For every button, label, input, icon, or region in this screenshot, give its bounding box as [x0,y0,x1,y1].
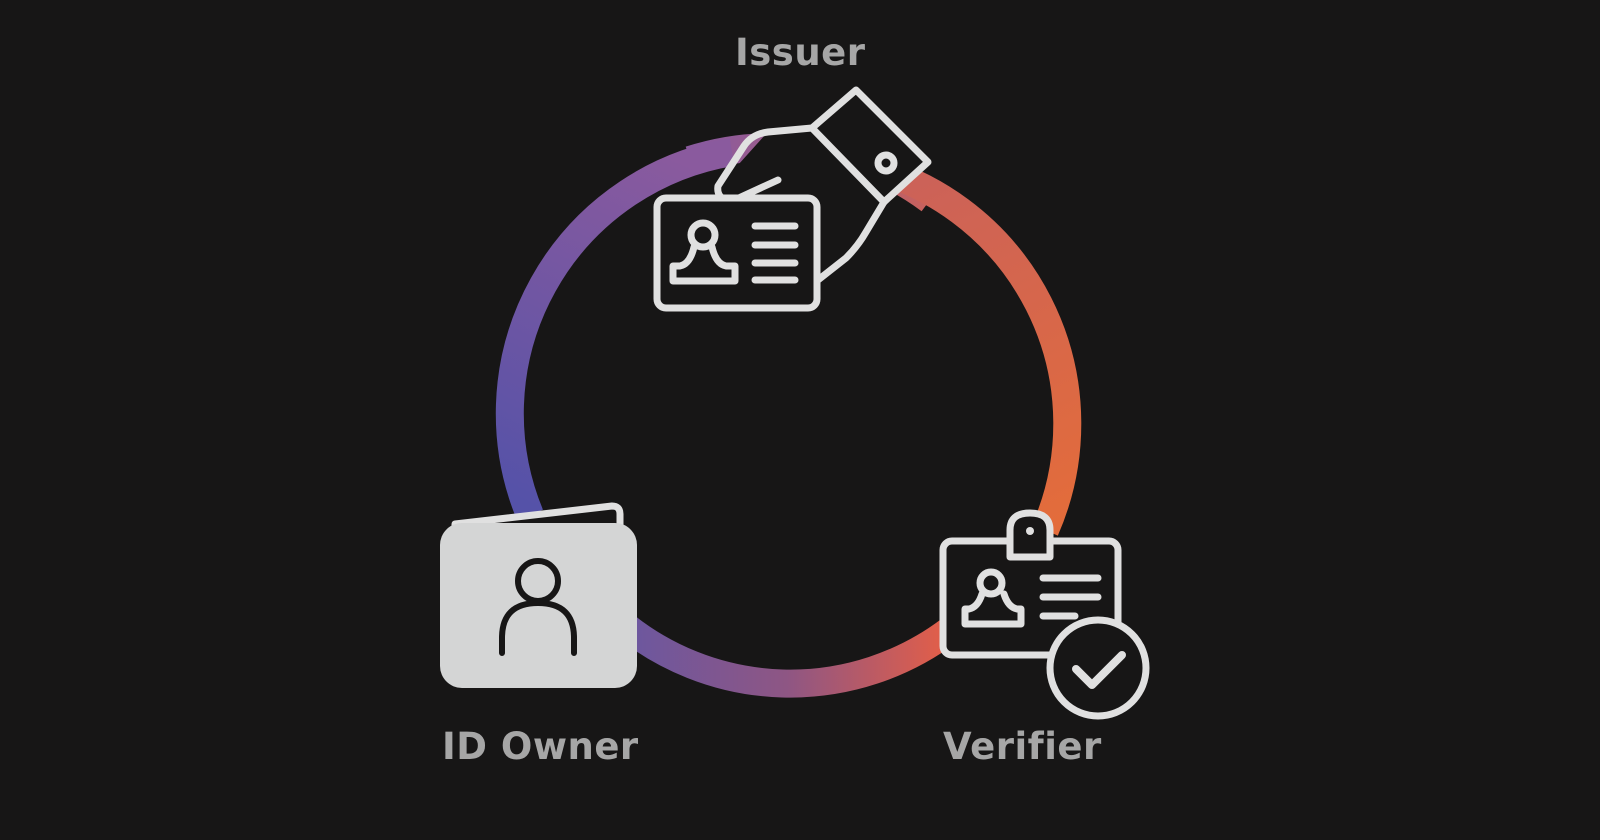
ring-arc-right [856,151,1082,536]
id-owner-label: ID Owner [442,725,639,768]
ring-arc-bottom [608,609,959,698]
verified-badge-icon [939,509,1150,720]
issuer-label: Issuer [735,31,866,74]
verifier-label: Verifier [943,725,1102,768]
ring-arc-left [495,138,735,521]
id-wallet-icon [440,502,637,688]
hand-giving-id-card-icon [653,86,932,312]
person-icon [499,558,577,656]
